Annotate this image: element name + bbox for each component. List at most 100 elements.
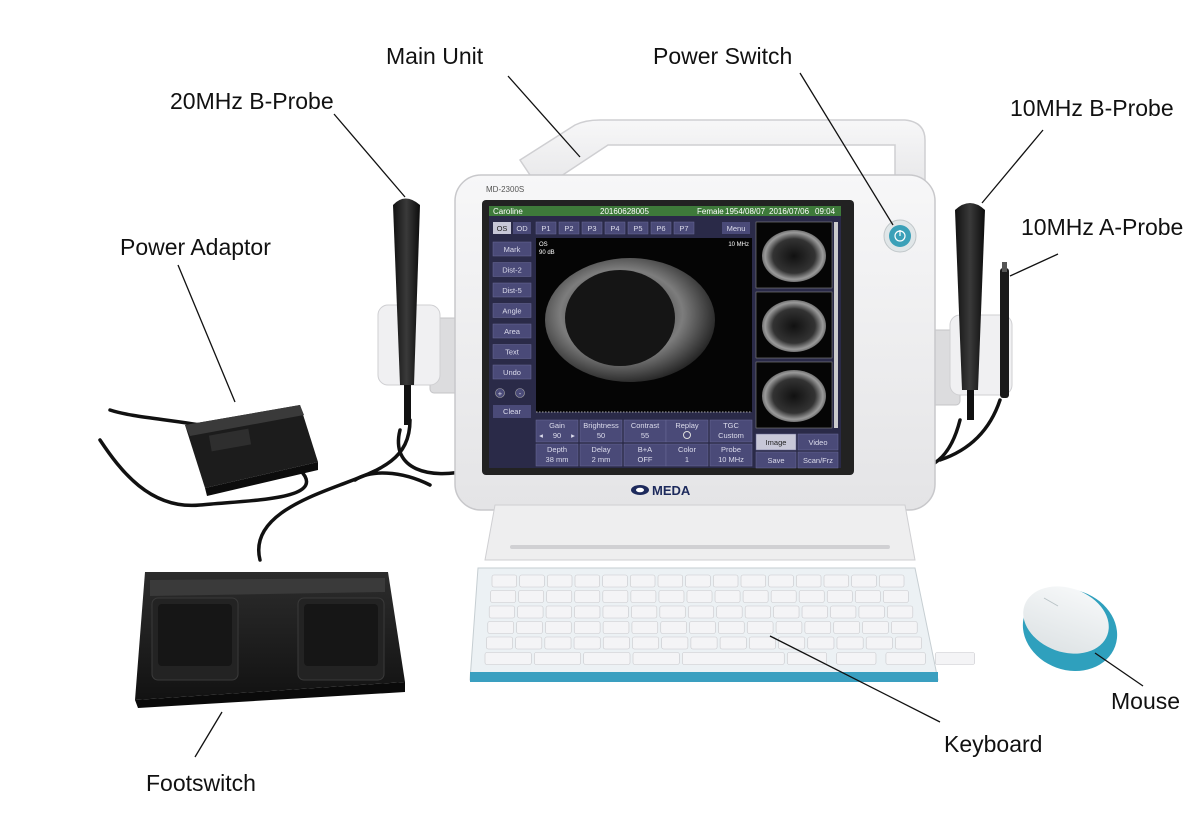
control-tgc-label: TGC (723, 421, 739, 430)
keyboard-key (775, 621, 803, 634)
tool-text-button[interactable] (492, 344, 532, 359)
preset-p7-button-label: P7 (679, 224, 688, 233)
leader-10mhz-a-probe (1009, 253, 1059, 277)
tool-dist-2-button[interactable] (492, 262, 532, 277)
video-button[interactable] (797, 433, 839, 451)
replay-icon (683, 431, 691, 439)
clear-label: Clear (503, 407, 521, 416)
preset-p1-button[interactable] (535, 221, 557, 235)
leader-20mhz-b-probe (333, 113, 406, 198)
scan-frz-button[interactable] (797, 451, 839, 469)
tool-text-button-label: Text (505, 348, 520, 357)
preset-p3-button-label: P3 (587, 224, 596, 233)
video-button-label: Video (808, 438, 827, 447)
keyboard-key (858, 605, 885, 619)
keyboard-key (740, 574, 766, 588)
tab-od[interactable] (513, 222, 531, 234)
keyboard-key (891, 621, 918, 634)
leader-keyboard (769, 635, 941, 723)
keyboard-key (746, 621, 774, 634)
label-mouse: Mouse (1111, 688, 1181, 714)
gain-increase-arrow-icon[interactable]: ▸ (571, 431, 575, 440)
mouse-image (1022, 586, 1118, 672)
keyboard-key (632, 636, 659, 650)
control-gain[interactable] (535, 419, 579, 443)
keyboard-key (657, 574, 683, 588)
control-color[interactable] (665, 443, 709, 467)
tool-mark-button[interactable] (492, 241, 532, 257)
keyboard-key (742, 590, 769, 603)
keyboard-key (573, 636, 601, 650)
zoom-out-button[interactable] (515, 388, 525, 398)
keyboard-key (488, 605, 515, 619)
keyboard-image (469, 567, 975, 682)
control-replay-label: Replay (675, 421, 699, 430)
clear-button[interactable] (493, 405, 531, 418)
preset-p6-button[interactable] (650, 221, 672, 235)
control-brightness-value: 50 (597, 431, 605, 440)
menu-label: Menu (727, 224, 746, 233)
keyboard-key (602, 636, 630, 650)
keyboard-key (661, 636, 689, 650)
preset-p4-button[interactable] (604, 221, 626, 235)
keyboard-key (773, 605, 800, 619)
preset-p2-button[interactable] (558, 221, 580, 235)
control-contrast-label: Contrast (631, 421, 660, 430)
control-tgc[interactable] (709, 419, 753, 443)
keyboard-key (804, 621, 832, 634)
keyboard-key (519, 574, 545, 588)
keyboard-key (490, 590, 516, 603)
gain-decrease-arrow-icon[interactable]: ◂ (539, 431, 543, 440)
thumbnail-strip (755, 221, 838, 429)
keyboard-key (659, 605, 686, 619)
keyboard-key (515, 636, 543, 650)
image-button[interactable] (755, 433, 797, 451)
keyboard-key (686, 590, 713, 603)
keyboard-key (885, 652, 926, 665)
tool-angle-button[interactable] (492, 303, 532, 318)
tool-undo-button[interactable] (492, 364, 532, 380)
keyboard-key (630, 574, 656, 588)
keyboard-key (487, 621, 514, 634)
tool-area-button[interactable] (492, 323, 532, 339)
preset-p3-button[interactable] (581, 221, 603, 235)
keyboard-key (547, 574, 573, 588)
control-depth[interactable] (535, 443, 579, 467)
save-button[interactable] (755, 451, 797, 469)
control-probe-label: Probe (721, 445, 741, 454)
keyboard-key (744, 605, 771, 619)
image-button-label: Image (766, 438, 787, 447)
keyboard-key (602, 574, 628, 588)
keyboard-key (631, 621, 659, 634)
preset-p7-button[interactable] (673, 221, 695, 235)
label-main-unit: Main Unit (386, 43, 484, 69)
keyboard-key (801, 605, 828, 619)
tab-os[interactable] (493, 222, 511, 234)
thumbnail-scrollbar[interactable] (834, 222, 838, 428)
keyboard-key (491, 574, 517, 588)
a-probe-10mhz-image (1000, 262, 1009, 398)
patient-name: Caroline (493, 207, 523, 216)
scan-frz-button-label: Scan/Frz (803, 456, 833, 465)
preset-p5-button[interactable] (627, 221, 649, 235)
tool-dist-5-button[interactable] (492, 282, 532, 298)
keyboard-key (518, 590, 545, 603)
control-delay-label: Delay (591, 445, 610, 454)
leader-lines (177, 72, 1144, 758)
keyboard-key (602, 605, 629, 619)
control-brightness[interactable] (579, 419, 623, 443)
keyboard-key (630, 590, 657, 603)
keyboard-key (660, 621, 687, 634)
keyboard-key (887, 605, 914, 619)
leader-power-adaptor (177, 264, 236, 403)
keyboard-key (826, 590, 853, 603)
zoom-out-label: - (519, 389, 522, 398)
control-delay[interactable] (579, 443, 623, 467)
label-10mhz-b-probe: 10MHz B-Probe (1010, 95, 1174, 121)
label-footswitch: Footswitch (146, 770, 256, 796)
menu-button[interactable] (722, 222, 750, 234)
control-b-a-value: OFF (638, 455, 653, 464)
control-probe[interactable] (709, 443, 753, 467)
zoom-in-button[interactable] (495, 388, 505, 398)
